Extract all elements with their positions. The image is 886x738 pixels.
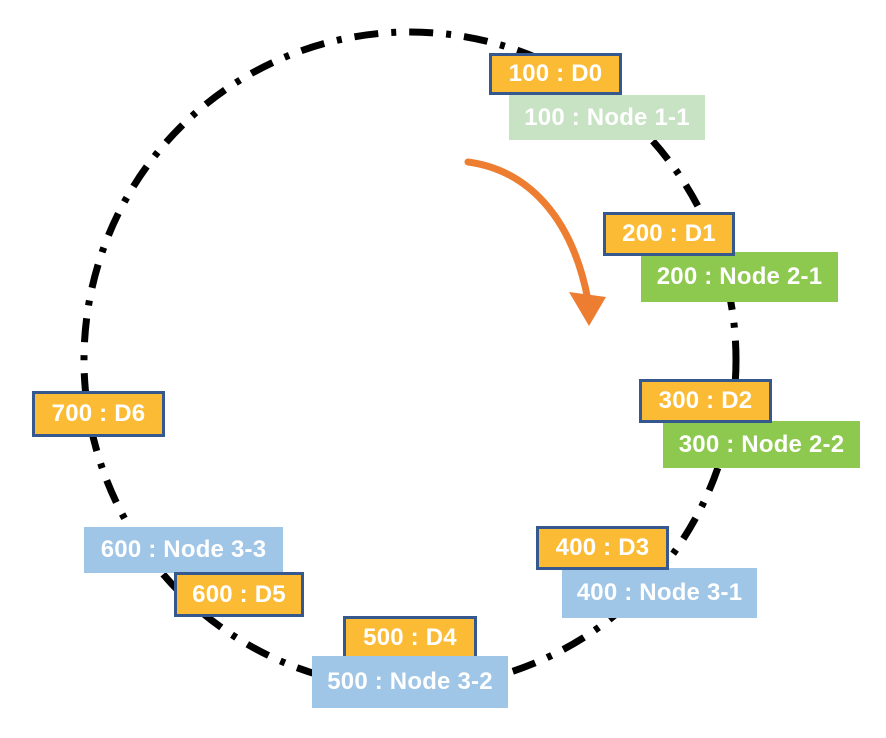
clockwise-arrow-icon bbox=[464, 158, 592, 304]
ring-label-400-node-3-1: 400 : Node 3-1 bbox=[562, 568, 757, 618]
ring-label-100-node-1-1: 100 : Node 1-1 bbox=[509, 95, 705, 140]
ring-label-600-node-3-3: 600 : Node 3-3 bbox=[84, 527, 283, 573]
ring-label-500-d4: 500 : D4 bbox=[343, 616, 477, 660]
ring-label-200-d1: 200 : D1 bbox=[603, 212, 735, 256]
ring-label-500-node-3-2: 500 : Node 3-2 bbox=[312, 656, 508, 708]
clockwise-arrowhead-icon bbox=[569, 292, 606, 326]
ring-label-100-d0: 100 : D0 bbox=[489, 53, 622, 95]
ring-label-700-d6: 700 : D6 bbox=[32, 391, 165, 437]
ring-label-600-d5: 600 : D5 bbox=[174, 572, 304, 617]
ring-label-300-d2: 300 : D2 bbox=[639, 379, 772, 423]
ring-label-400-d3: 400 : D3 bbox=[536, 526, 669, 570]
ring-label-200-node-2-1: 200 : Node 2-1 bbox=[641, 252, 838, 302]
ring-label-300-node-2-2: 300 : Node 2-2 bbox=[663, 421, 860, 468]
